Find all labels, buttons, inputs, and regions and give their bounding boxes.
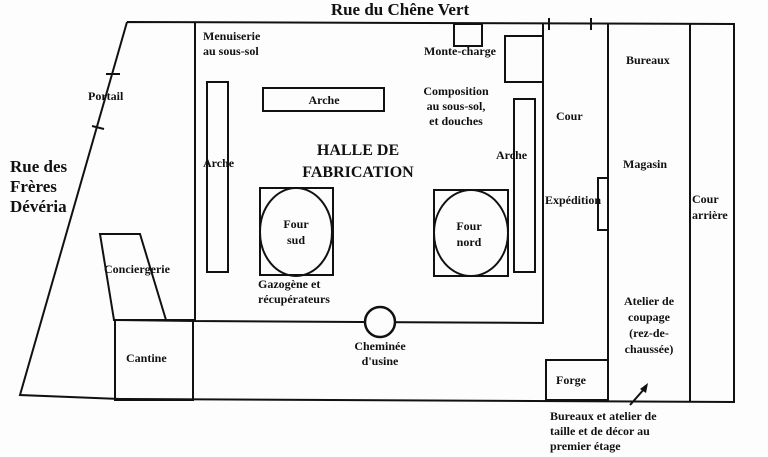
portail-label: Portail (88, 89, 124, 103)
note-arrow (629, 387, 646, 406)
forge-box (545, 359, 609, 401)
arche-label-top: Arche (308, 93, 340, 107)
arche-label-right: Arche (496, 148, 528, 162)
arche-horizontal (262, 87, 385, 112)
street-top: Rue du Chêne Vert (331, 0, 470, 19)
cantine-label: Cantine (126, 351, 167, 365)
lift-box (453, 23, 483, 47)
monte-charge-box (504, 35, 544, 83)
monte-charge-label: Monte-charge (424, 44, 497, 58)
expedition-box (597, 177, 609, 231)
arrow-head-icon (640, 383, 648, 393)
conciergerie-label: Conciergerie (104, 262, 171, 276)
arche-label-left: Arche (203, 156, 235, 170)
arche-right (513, 98, 536, 273)
cour-label: Cour (556, 109, 583, 123)
portail-tick-2 (91, 125, 105, 130)
four-sud-oven (259, 187, 333, 277)
arche-left (206, 81, 229, 273)
four-nord-oven (433, 189, 509, 277)
cheminee-circle (363, 305, 397, 339)
outer-wall (18, 21, 735, 404)
expedition-label: Expédition (545, 193, 601, 207)
bureaux-label: Bureaux (626, 53, 670, 67)
forge-label: Forge (556, 373, 587, 387)
magasin-label: Magasin (623, 157, 667, 171)
conciergerie-box (98, 233, 168, 321)
